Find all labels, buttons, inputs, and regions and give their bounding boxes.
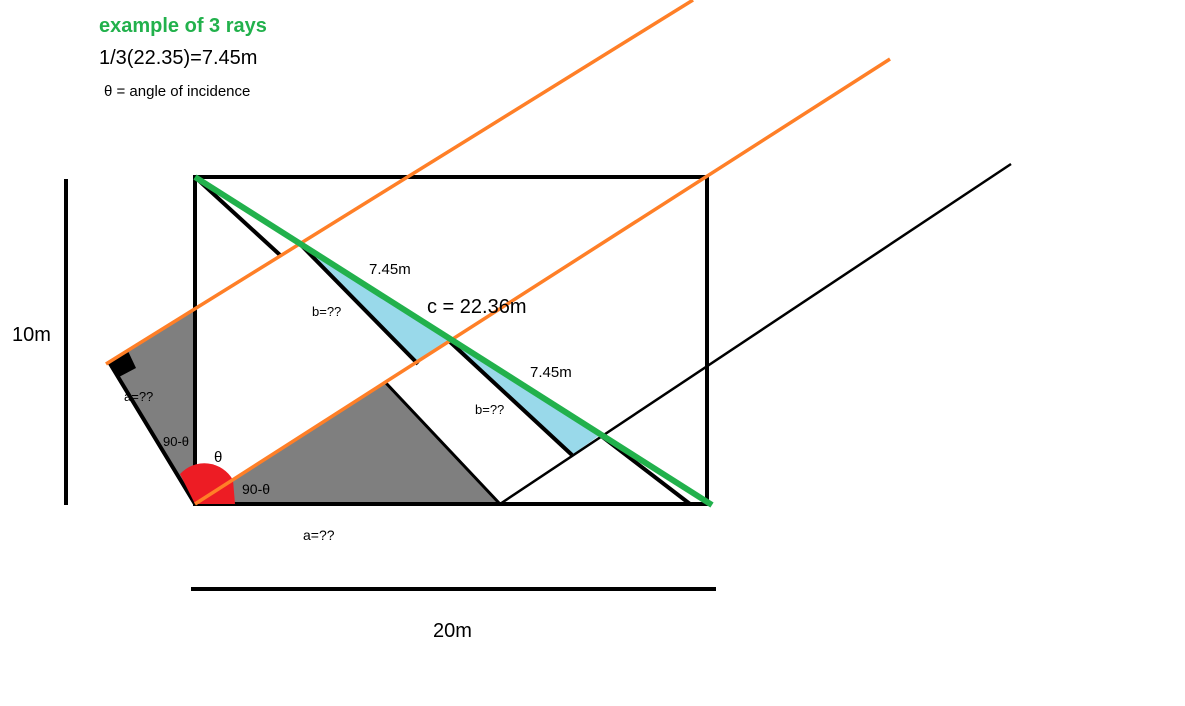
b-label-1: b=??: [312, 304, 341, 319]
reflected-ray-5: [383, 380, 502, 506]
green-diagonal: [193, 174, 714, 508]
left-leg-line: [107, 360, 197, 506]
segment-label-2: 7.45m: [530, 364, 572, 381]
reflected-ray-2: [298, 242, 420, 366]
reflected-ray-3: [446, 338, 574, 457]
room-rectangle: [193, 175, 709, 506]
formula-text: 1/3(22.35)=7.45m: [99, 47, 257, 69]
angle-label-left: 90-θ: [163, 434, 189, 449]
hyp-label: c = 22.36m: [427, 296, 527, 318]
a-label-bottom: a=??: [303, 527, 335, 543]
segment-label-1: 7.45m: [369, 261, 411, 278]
theta-note: θ = angle of incidence: [104, 83, 250, 100]
incoming-black-ray: [499, 162, 1012, 506]
orange-ray-1: [105, 0, 694, 366]
width-label: 20m: [433, 620, 472, 642]
b-label-2: b=??: [475, 402, 504, 417]
right-angle-marker: [109, 351, 136, 378]
bottom-shaded-triangle: [195, 382, 500, 504]
blue-triangle-2: [448, 340, 600, 455]
a-label-left: a=??: [124, 389, 153, 404]
blue-triangle-1: [300, 244, 448, 362]
theta-angle-marker: [180, 463, 235, 504]
height-label: 10m: [12, 324, 51, 346]
theta-label: θ: [214, 449, 222, 466]
reflected-ray-1: [193, 175, 282, 257]
diagram-title: example of 3 rays: [99, 15, 267, 37]
orange-ray-2: [194, 57, 891, 506]
angle-label-bottom: 90-θ: [242, 481, 270, 497]
